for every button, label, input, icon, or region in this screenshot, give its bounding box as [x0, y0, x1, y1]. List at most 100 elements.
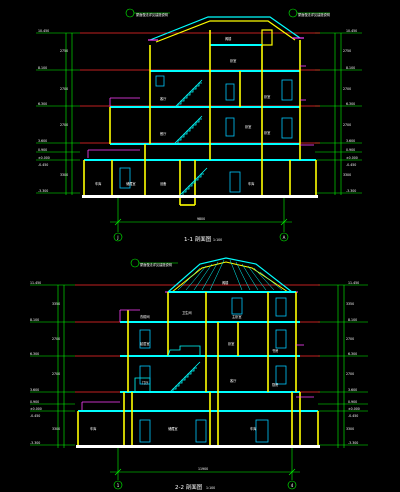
- s1-room-3f-a: 卧室: [230, 58, 236, 63]
- s2-bottom-dimension: [110, 448, 300, 480]
- s1-dim-right-2: 2700: [343, 123, 351, 127]
- s2-room-2f-b: 卧室: [228, 341, 234, 346]
- s1-grid-bubble-left: [113, 232, 123, 242]
- s1-level-right-6: -0.450: [346, 163, 356, 167]
- s1-level-right-5: ±0.000: [346, 156, 358, 160]
- section-1-1: [36, 8, 362, 242]
- s2-level-left-4: 0.900: [30, 400, 39, 404]
- s1-level-right-3: 3.600: [346, 139, 355, 143]
- s2-grid-label-left: 1: [117, 483, 120, 488]
- s1-level-left-6: -0.450: [38, 163, 48, 167]
- s1-bottom-dimension: [110, 198, 292, 232]
- s1-roof: [148, 16, 304, 46]
- s2-dim-left-0: 3350: [52, 302, 60, 306]
- s1-room-b-c: 设备: [160, 181, 167, 186]
- s2-room-2f-a: 起居室: [140, 341, 150, 346]
- s2-level-right-7: -3.300: [348, 441, 358, 445]
- s1-section-title: 1-1 剖面图: [184, 235, 212, 243]
- s2-left-dimension-chain: [30, 284, 75, 448]
- s2-ground-line: [76, 445, 320, 448]
- s2-dim-left-1: 2700: [52, 337, 60, 341]
- s1-staircase: [174, 79, 208, 196]
- s2-level-left-7: -3.300: [30, 441, 40, 445]
- s1-room-2f-b: 卧室: [264, 130, 270, 135]
- s2-dim-right-3: 3300: [346, 427, 354, 431]
- s2-level-right-3: 3.600: [348, 388, 357, 392]
- s2-section-scale: 1:100: [206, 486, 215, 490]
- s1-level-right-7: -3.300: [346, 189, 356, 193]
- section-2-2: [30, 257, 368, 490]
- s2-level-left-6: -0.450: [30, 414, 40, 418]
- s1-floor-slabs: [84, 44, 316, 161]
- s1-level-left-3: 3.600: [38, 139, 47, 143]
- s2-room-1f-a: 门厅: [142, 380, 149, 385]
- s1-dim-left-2: 2700: [60, 123, 68, 127]
- s1-level-left-1: 8.100: [38, 66, 47, 70]
- s2-overall-dimension: 11900: [198, 467, 208, 471]
- s2-level-right-2: 6.300: [348, 352, 357, 356]
- s2-level-left-5: ±0.000: [30, 407, 42, 411]
- s1-dim-right-1: 2700: [343, 87, 351, 91]
- s1-level-left-2: 6.300: [38, 102, 47, 106]
- s2-level-right-0: 11.450: [348, 281, 359, 285]
- s2-level-left-0: 11.450: [30, 281, 41, 285]
- s2-level-right-4: 0.900: [348, 400, 357, 404]
- s2-level-left-1: 8.100: [30, 318, 39, 322]
- s1-section-scale: 1:100: [213, 238, 222, 242]
- s2-room-2f-c: 书房: [272, 348, 278, 353]
- s2-floor-slabs: [78, 291, 318, 412]
- s2-level-right-1: 8.100: [348, 318, 357, 322]
- s2-grid-bubble-left: [113, 480, 123, 490]
- s2-room-b-a: 车库: [90, 426, 97, 431]
- s2-windows: [139, 297, 287, 443]
- s1-dim-right-3: 3300: [343, 173, 351, 177]
- s1-grid-bubble-right: [279, 232, 289, 242]
- s1-roof-note-left: 屋面做法详见建施说明: [136, 12, 168, 17]
- s2-balconies: [81, 309, 314, 410]
- s1-level-right-0: 10.450: [346, 29, 357, 33]
- s1-room-1f-b: 餐厅: [160, 131, 167, 136]
- s1-room-b-a: 车库: [95, 181, 102, 186]
- s1-left-dimension-chain: [36, 32, 80, 195]
- s1-room-b-b: 储藏室: [126, 181, 136, 186]
- s2-room-3f-c: 衣帽间: [140, 314, 150, 319]
- s1-level-right-1: 8.100: [346, 66, 355, 70]
- s2-level-right-5: ±0.000: [348, 407, 360, 411]
- s1-room-b-d: 车库: [248, 181, 255, 186]
- s1-level-right-4: 0.900: [346, 148, 355, 152]
- s1-room-3f-b: 卧室: [264, 94, 270, 99]
- s1-level-left-7: -3.300: [38, 189, 48, 193]
- s1-balconies: [87, 65, 314, 158]
- s1-level-left-0: 10.450: [38, 29, 49, 33]
- s1-level-right-2: 6.300: [346, 102, 355, 106]
- s2-room-1f-c: 厨房: [272, 382, 278, 387]
- s2-level-right-6: -0.450: [348, 414, 358, 418]
- s2-right-dimension-chain: [318, 284, 368, 448]
- s2-roof-note: 屋面做法详见建施说明: [140, 262, 172, 267]
- s1-room-attic: 阁楼: [225, 36, 232, 41]
- s2-roof: [165, 257, 298, 293]
- s1-dim-right-0: 2750: [343, 49, 351, 53]
- s2-room-3f-a: 卫生间: [182, 310, 192, 315]
- s2-room-attic: 阁楼: [222, 280, 229, 285]
- s1-dim-left-1: 2700: [60, 87, 68, 91]
- s1-windows: [119, 75, 293, 193]
- s2-grid-label-right: 4: [291, 483, 294, 488]
- s1-level-left-5: ±0.000: [38, 156, 50, 160]
- s1-grid-label-left: J: [116, 235, 118, 240]
- s1-roof-note-markers: [125, 8, 330, 18]
- s1-grid-label-right: A: [283, 235, 286, 240]
- s2-roof-note-markers: [130, 258, 178, 268]
- s2-dim-left-3: 3300: [52, 427, 60, 431]
- s2-grid-bubble-right: [287, 480, 297, 490]
- s2-section-title: 2-2 剖面图: [175, 483, 203, 491]
- s1-level-left-4: 0.900: [38, 148, 47, 152]
- s1-overall-dimension: 9800: [197, 217, 205, 221]
- s2-staircase: [134, 345, 201, 393]
- s2-level-left-2: 6.300: [30, 352, 39, 356]
- s2-dim-right-0: 3350: [346, 302, 354, 306]
- s2-dim-left-2: 2700: [52, 372, 60, 376]
- s2-room-1f-b: 客厅: [230, 378, 237, 383]
- s1-right-dimension-chain: [315, 32, 362, 195]
